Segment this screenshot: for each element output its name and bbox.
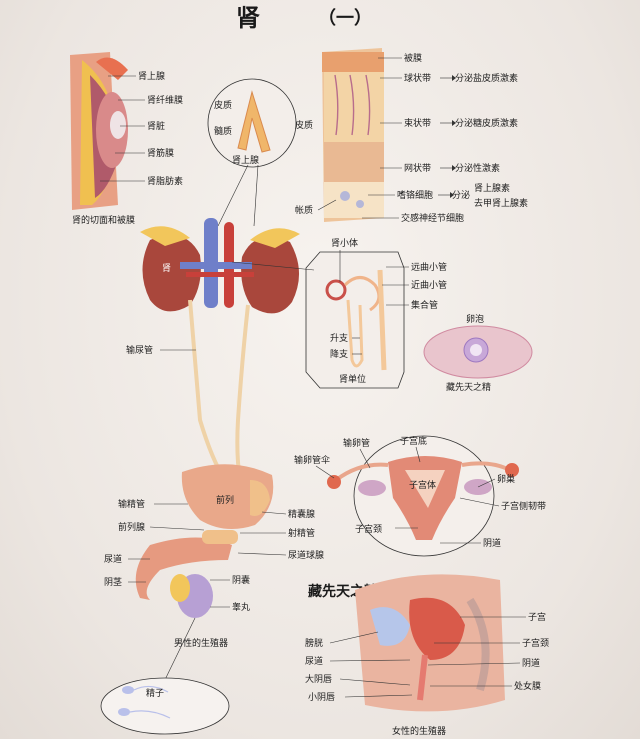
label-norepinephrine: 去甲肾上腺素 bbox=[474, 197, 528, 209]
adrenal-cortex-block bbox=[322, 48, 384, 222]
label-vagina-female-top: 阴道 bbox=[483, 537, 501, 549]
label-fibrous-capsule: 肾纤维膜 bbox=[147, 94, 183, 106]
label-urethra-male: 尿道 bbox=[104, 553, 122, 565]
label-testis: 睾丸 bbox=[232, 601, 250, 613]
label-descending-limb: 降支 bbox=[330, 348, 348, 360]
label-scrotum: 阴囊 bbox=[232, 574, 250, 586]
label-secretes-sex-hormone: 分泌性激素 bbox=[455, 162, 500, 174]
uterus-illustration bbox=[327, 456, 519, 540]
label-ovary: 卵巢 bbox=[497, 473, 515, 485]
male-organs-illustration bbox=[135, 464, 274, 618]
label-seminal-vesicle: 精囊腺 bbox=[288, 508, 315, 520]
label-cervix: 子宫颈 bbox=[355, 523, 382, 535]
label-renal-corpuscle: 肾小体 bbox=[331, 237, 358, 249]
arrow-heads bbox=[450, 75, 456, 198]
label-distal-tubule: 远曲小管 bbox=[411, 261, 447, 273]
label-follicle: 卵泡 bbox=[466, 313, 484, 325]
label-vagina-sagittal: 阴道 bbox=[522, 657, 540, 669]
label-cortex-left: 皮质 bbox=[214, 99, 232, 111]
label-labia-minora: 小阴唇 bbox=[308, 692, 335, 703]
sperm-detail-ellipse bbox=[100, 677, 230, 735]
label-sympathetic-cell: 交感神经节细胞 bbox=[401, 212, 464, 224]
page-title-number: （一） bbox=[318, 8, 372, 29]
label-kidney: 肾 bbox=[162, 263, 171, 274]
label-zona-fasciculata: 束状带 bbox=[404, 117, 431, 129]
label-urethra-female: 尿道 bbox=[305, 655, 323, 667]
label-uterine-body: 子宫体 bbox=[409, 479, 436, 491]
label-uterine-fundus: 子宫底 bbox=[400, 435, 427, 447]
label-ejaculatory-duct: 射精管 bbox=[288, 527, 315, 539]
kidneys-illustration bbox=[140, 218, 300, 482]
label-hymen: 处女膜 bbox=[514, 680, 541, 692]
label-broad-ligament: 子宫侧韧带 bbox=[501, 500, 546, 512]
label-kidney-organ: 肾脏 bbox=[147, 120, 165, 132]
label-bulbourethral-gland: 尿道球腺 bbox=[288, 549, 324, 561]
label-renal-fascia: 肾筋膜 bbox=[147, 147, 174, 159]
page-title: 肾 bbox=[236, 4, 260, 32]
label-cervix-sagittal: 子宫颈 bbox=[522, 637, 549, 649]
label-adrenal-top: 肾上腺 bbox=[138, 70, 165, 82]
label-penis: 阴茎 bbox=[104, 576, 122, 588]
label-secretes: 分泌 bbox=[452, 189, 470, 201]
adrenal-gland-cross-section bbox=[237, 90, 271, 153]
caption-female-organs: 女性的生殖器 bbox=[392, 725, 446, 737]
label-proximal-tubule: 近曲小管 bbox=[411, 279, 447, 291]
label-cortex-right: 皮质 bbox=[295, 119, 313, 131]
label-medulla-stroma: 帐质 bbox=[295, 204, 313, 216]
caption-kidney-section: 肾的切面和被膜 bbox=[72, 214, 135, 226]
label-epinephrine: 肾上腺素 bbox=[474, 182, 510, 194]
adrenal-detail-circle bbox=[207, 78, 297, 168]
label-secretes-glucocorticoid: 分泌糖皮质激素 bbox=[455, 117, 518, 129]
label-fimbriae: 输卵管伞 bbox=[294, 454, 330, 466]
label-renal-fat: 肾脂肪素 bbox=[147, 175, 183, 187]
label-nephron: 肾单位 bbox=[339, 373, 366, 385]
label-prostate: 前列腺 bbox=[118, 521, 145, 533]
label-ascending-limb: 升支 bbox=[330, 332, 348, 344]
label-ureter: 输尿管 bbox=[126, 344, 153, 356]
label-medulla: 髓质 bbox=[214, 125, 232, 137]
kidney-section-illustration bbox=[70, 52, 128, 210]
caption-adrenal: 肾上腺 bbox=[232, 154, 259, 166]
caption-male-organs: 男性的生殖器 bbox=[174, 637, 228, 649]
label-secretes-mineralocorticoid: 分泌盐皮质激素 bbox=[455, 72, 518, 84]
kidney-section-leaders bbox=[100, 75, 145, 182]
label-uterus: 子宫 bbox=[528, 611, 546, 623]
label-prostate-inner: 前列 bbox=[216, 494, 234, 506]
sperm-illustration bbox=[118, 685, 171, 719]
label-store-congenital-essence-small: 藏先天之精 bbox=[446, 381, 491, 393]
label-zona-reticularis: 网状带 bbox=[404, 162, 431, 174]
nephron-illustration bbox=[325, 269, 387, 371]
label-labia-majora: 大阴唇 bbox=[305, 673, 332, 685]
label-zona-glomerulosa: 球状带 bbox=[404, 72, 431, 84]
adrenal-leaders bbox=[317, 57, 452, 219]
label-capsule: 被膜 bbox=[404, 52, 422, 64]
label-collecting-duct: 集合管 bbox=[411, 299, 438, 311]
label-chromaffin-cell: 嗜铬细胞 bbox=[397, 189, 433, 201]
nephron-box bbox=[305, 251, 405, 389]
label-fallopian-tube: 输卵管 bbox=[343, 437, 370, 449]
label-vas-deferens: 输精管 bbox=[118, 498, 145, 510]
label-sperm: 精子 bbox=[146, 687, 164, 699]
label-bladder: 膀胱 bbox=[305, 637, 323, 649]
female-sagittal-illustration bbox=[355, 574, 505, 712]
